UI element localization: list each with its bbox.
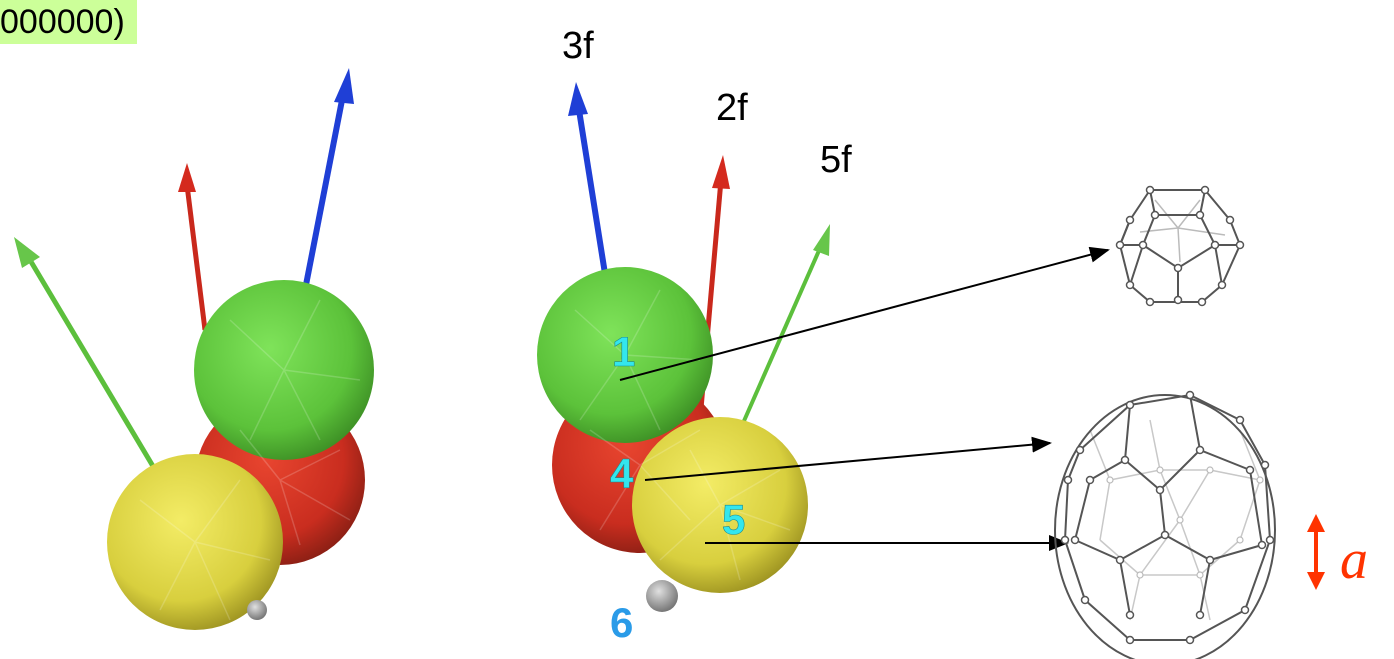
dimension-marker [1307,514,1325,590]
middle-small-gray-sphere [646,580,678,612]
axis-label-5f: 5f [820,139,852,181]
sphere-label-4: 4 [610,450,634,497]
sphere-label-1: 1 [612,328,635,375]
left-cluster [14,68,374,630]
left-red-arrow-shaft [184,184,208,331]
sphere-label-5: 5 [722,496,745,543]
cage-back-vertices [1106,466,1264,579]
middle-red-arrow-head [712,155,730,189]
middle-green-arrow-head [813,224,830,256]
dimension-label-a: a [1340,529,1368,591]
large-cage [1054,390,1276,659]
left-facet-lines [139,299,361,621]
left-yellow-sphere [107,454,283,630]
middle-green-sphere [537,267,713,443]
middle-blue-arrow-shaft [576,109,609,281]
cage-back-edges [1089,419,1261,621]
axis-label-2f: 2f [716,87,748,129]
sphere-label-6: 6 [610,599,633,646]
title-fragment: 000000) [0,0,137,44]
left-red-arrow-head [178,163,196,192]
cage-front-edges [1054,393,1276,659]
middle-blue-arrow-head [568,82,588,116]
middle-cluster: 3f 2f 5f 1 4 5 6 [537,25,1110,646]
cage-vertices [1060,390,1275,645]
left-green-arrow-shaft [27,258,163,480]
left-green-sphere [194,280,374,460]
pointer-sphere-1-to-dodecahedron [619,246,1110,381]
dodecahedron-cage [1115,185,1245,307]
middle-yellow-sphere [632,417,808,593]
left-small-gray-sphere [247,600,267,620]
left-blue-arrow-shaft [302,94,346,291]
middle-facet-lines [574,289,791,581]
pointer-sphere-4-to-cage [644,436,1052,481]
axis-label-3f: 3f [562,25,594,67]
left-blue-arrow-head [334,68,354,104]
left-green-arrow-head [14,237,40,268]
